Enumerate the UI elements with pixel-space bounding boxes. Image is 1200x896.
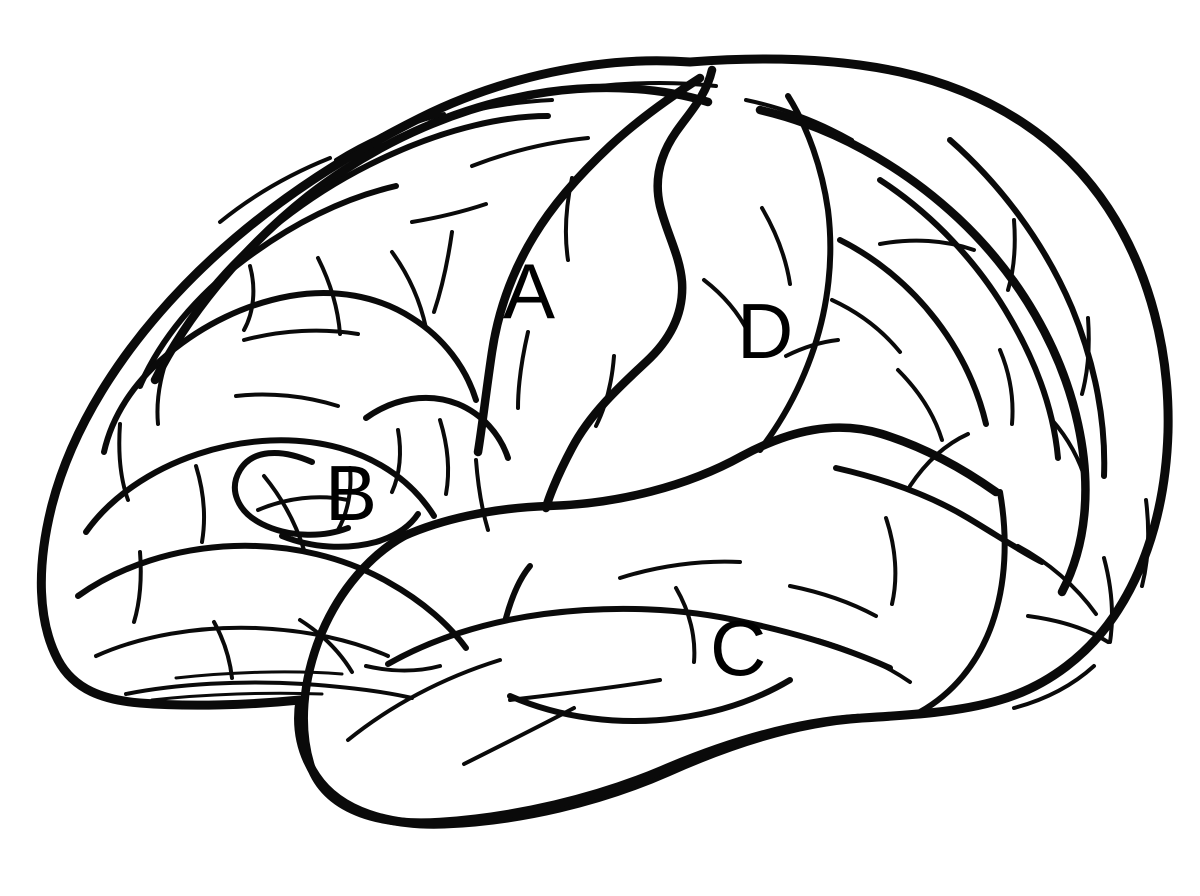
parietal-detail-3	[1080, 316, 1091, 396]
orbital-edge-1	[150, 691, 324, 702]
parietal-detail-2	[1006, 218, 1017, 292]
sylvian-fissure	[399, 423, 1001, 541]
temporal-sulcus-branch	[503, 563, 533, 621]
region-label-a: A	[503, 247, 556, 335]
vertex-detail-2	[598, 81, 718, 88]
frontal-gyrus-2	[101, 289, 479, 455]
frontal-detail-3	[410, 202, 488, 224]
middle-temporal-sulcus	[346, 658, 502, 742]
a-region-detail-2	[594, 354, 616, 428]
a-region-detail-4	[474, 458, 490, 532]
frontal-detail-2	[218, 156, 332, 224]
superior-frontal-sulcus	[207, 113, 551, 293]
frontal-detail-12	[194, 464, 206, 544]
operculum-lower	[279, 511, 421, 550]
mid-detail-2	[760, 206, 792, 286]
occipital-detail-2	[1102, 556, 1114, 644]
inferior-temporal-sulcus	[507, 677, 793, 724]
occipital-detail-5	[884, 516, 898, 606]
vertex-detail-3	[744, 98, 854, 142]
temporal-detail-4	[618, 559, 742, 580]
mid-detail-1	[702, 278, 750, 334]
cerebrum-outline	[36, 54, 1173, 829]
occipital-detail-3	[1026, 614, 1110, 644]
temporal-detail-6	[788, 584, 878, 618]
frontal-detail-9	[155, 354, 170, 426]
inferior-frontal-detail-2	[438, 418, 450, 496]
region-label-b: B	[325, 449, 378, 537]
orbital-edge-2	[174, 670, 344, 680]
parietal-detail-7	[1050, 418, 1088, 484]
a-region-detail-1	[563, 176, 574, 262]
frontal-detail-8	[242, 328, 360, 342]
frontal-gyrus-6	[124, 680, 414, 700]
frontal-gyrus-1	[137, 183, 399, 389]
insula-operculum	[232, 450, 351, 538]
frontal-detail-5	[316, 256, 342, 336]
frontal-detail-11	[234, 392, 340, 408]
temporal-detail-1	[364, 664, 442, 673]
frontal-detail-10	[117, 422, 130, 502]
occipital-sulcus-1	[917, 489, 1008, 715]
temporal-detail-7	[816, 638, 912, 684]
vertex-detail-1	[428, 98, 554, 124]
frontal-detail-15	[132, 550, 143, 624]
postcentral-sulcus	[757, 93, 834, 453]
inferior-frontal-arch	[363, 394, 511, 461]
a-region-detail-3	[516, 330, 530, 410]
vertex-detail-4	[470, 136, 590, 168]
parietal-detail-5	[896, 368, 944, 442]
insula-detail	[256, 495, 350, 512]
region-label-d: D	[737, 287, 794, 375]
superior-marginal-sulcus-posterior	[755, 105, 1090, 597]
temporal-detail-5	[674, 586, 697, 664]
parietal-detail-6	[998, 348, 1015, 426]
intraparietal-sulcus	[837, 237, 989, 427]
region-label-c: C	[710, 604, 767, 692]
frontal-detail-7	[432, 230, 454, 314]
frontal-gyrus-5	[94, 625, 390, 658]
occipital-detail-7	[1012, 664, 1096, 710]
frontal-gyrus-3	[83, 437, 437, 535]
parietal-detail-4	[784, 338, 840, 358]
frontal-detail-4	[242, 264, 256, 332]
parietal-gyrus-2	[947, 137, 1108, 479]
temporal-detail-3	[508, 678, 662, 702]
frontal-detail-1	[334, 112, 446, 162]
parietal-gyrus-1	[877, 177, 1061, 461]
sylvian-posterior-branch	[833, 465, 1045, 565]
precentral-sulcus	[473, 73, 705, 457]
central-sulcus	[541, 65, 717, 513]
parietal-detail-1	[878, 238, 976, 252]
occipital-detail-4	[1140, 498, 1151, 588]
frontal-detail-16	[298, 618, 354, 674]
mid-detail-3	[830, 298, 902, 354]
temporal-lobe-outline	[299, 531, 863, 827]
frontal-detail-6	[390, 250, 428, 330]
inferior-frontal-detail-1	[390, 428, 402, 494]
occipital-detail-1	[1016, 544, 1098, 616]
occipital-detail-6	[908, 432, 970, 488]
